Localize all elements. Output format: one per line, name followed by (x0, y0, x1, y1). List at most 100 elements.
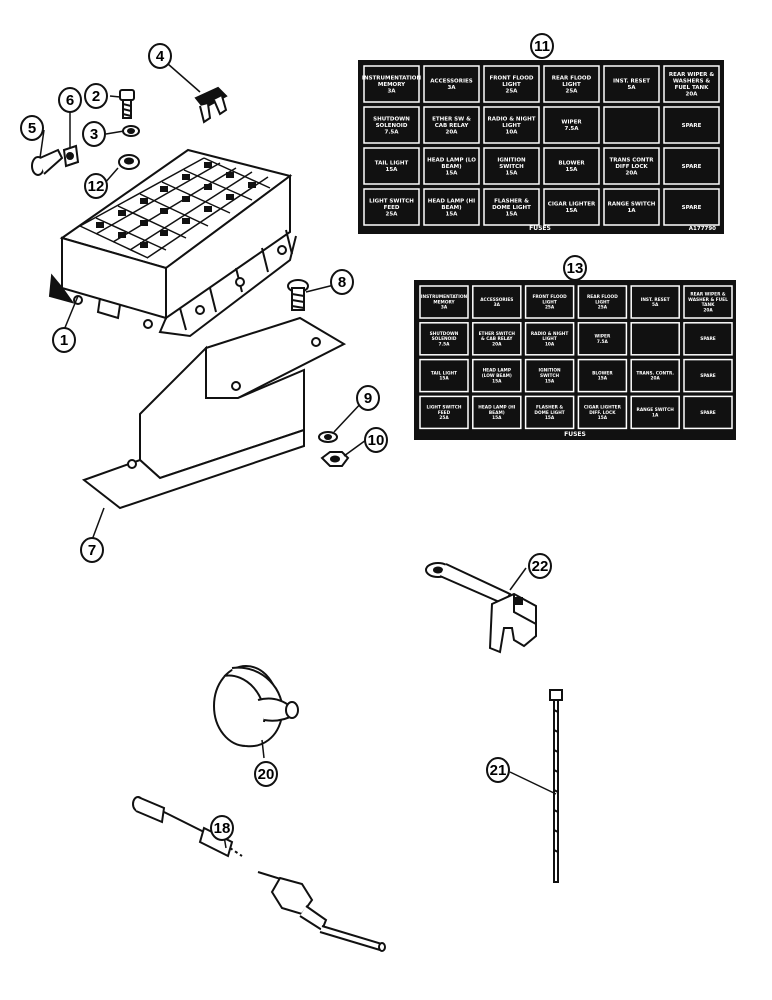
callout-10: 10 (364, 427, 388, 453)
fuse-label: IGNITION (539, 368, 562, 374)
fuse-label: ACCESSORIES (480, 297, 513, 303)
fuse-label: 10A (545, 342, 555, 348)
fuse-label: LIGHT (502, 123, 521, 129)
rubber-boot-icon (213, 665, 299, 748)
clip-icon (62, 144, 80, 168)
fuse-label: ACCESSORIES (430, 79, 472, 85)
bolt-icon (287, 279, 309, 311)
callout-4: 4 (148, 43, 172, 69)
callout-number: 11 (534, 38, 550, 55)
fuse-cell: TRANS. CONTR.20A (630, 358, 680, 393)
fuse-label: & CAB RELAY (481, 336, 513, 342)
fuse-label: 7.5A (565, 126, 580, 132)
panel-11-footer: FUSES (529, 225, 551, 232)
panel-13-footer: FUSES (564, 431, 586, 438)
fuse-label: 5A (627, 85, 636, 91)
callout-number: 2 (92, 88, 100, 105)
fuse-label: SPARE (700, 336, 715, 342)
fuse-label: 15A (566, 208, 579, 214)
mounting-bracket-icon (81, 316, 347, 510)
fuse-label: BEAM) (441, 164, 462, 170)
fuse-label: FUEL TANK (675, 85, 710, 91)
fuse-label: 3A (387, 88, 396, 94)
fuse-label: RANGE SWITCH (608, 202, 656, 208)
fuse-label: 3A (494, 302, 501, 308)
fuse-label: 20A (703, 307, 713, 313)
fuse-cell: SPARE (683, 322, 733, 356)
fuse-label: FEED (438, 410, 451, 416)
fuse-label: DIFF. LOCK (589, 410, 616, 416)
fuse-label: SPARE (682, 164, 702, 170)
washer-icon (118, 154, 140, 170)
fuse-label: WASHERS & (673, 79, 711, 85)
fuse-cell: SPARE (663, 147, 720, 185)
fuse-label: REAR WIPER & (669, 72, 714, 78)
fuse-label: TRANS. CONTR. (636, 370, 674, 376)
callout-number: 7 (88, 542, 96, 559)
fuse-label: LIGHT SWITCH (426, 405, 461, 411)
sensor-cable-icon (132, 796, 386, 952)
fuse-label: SPARE (700, 410, 715, 416)
fuse-label: 3A (441, 305, 448, 311)
callout-number: 5 (28, 120, 36, 137)
fuse-label: FRONT FLOOD (490, 75, 534, 81)
fuse-label: WIPER (595, 334, 611, 340)
washer-icon (122, 125, 140, 137)
fuse-label: 1A (627, 208, 636, 214)
fuse-label: SWITCH (540, 373, 560, 379)
nut-icon (320, 451, 350, 467)
fuse-block-icon (48, 148, 297, 338)
fuse-label: 15A (492, 378, 502, 384)
fuse-label: 20A (446, 129, 459, 135)
fuse-label: 3A (447, 85, 456, 91)
fuse-label: LIGHT (542, 336, 556, 342)
fuse-label: CAB RELAY (435, 123, 470, 129)
blade-fuse-icon (194, 86, 228, 124)
fuse-label: REAR WIPER & (690, 291, 726, 297)
callout-1: 1 (52, 327, 76, 353)
fuse-label: FEED (384, 205, 400, 211)
callout-3: 3 (82, 121, 106, 147)
fuse-label: 15A (446, 211, 459, 217)
fuse-label: HEAD LAMP (HI (428, 198, 475, 204)
fuse-cell: SPARE (663, 188, 720, 226)
fuse-label: 25A (439, 415, 449, 421)
callout-7: 7 (80, 537, 104, 563)
fuse-label: LIGHT (595, 299, 609, 305)
callout-number: 10 (368, 432, 385, 449)
callout-number: 18 (214, 820, 231, 837)
fuse-label: MEMORY (378, 82, 406, 88)
callout-2: 2 (84, 83, 108, 109)
fuse-label: 15A (598, 415, 608, 421)
fuse-label: TANK (702, 302, 716, 308)
fuse-label: 7.5A (597, 339, 609, 345)
callout-number: 20 (258, 766, 275, 783)
fuse-label: LIGHT SWITCH (369, 198, 414, 204)
fuse-label: MEMORY (433, 299, 455, 305)
fuse-label: 25A (598, 305, 608, 311)
fuse-cell: SPARE (683, 358, 733, 393)
fuse-label: RADIO & NIGHT (488, 116, 536, 122)
fuse-label: INST. RESET (641, 297, 670, 303)
fuse-label: 15A (492, 415, 502, 421)
fuse-cell: HEAD LAMP(LOW BEAM)15A (472, 358, 522, 393)
fuse-label: INSTRUMENTATION (362, 75, 422, 81)
callout-number: 12 (88, 178, 105, 195)
